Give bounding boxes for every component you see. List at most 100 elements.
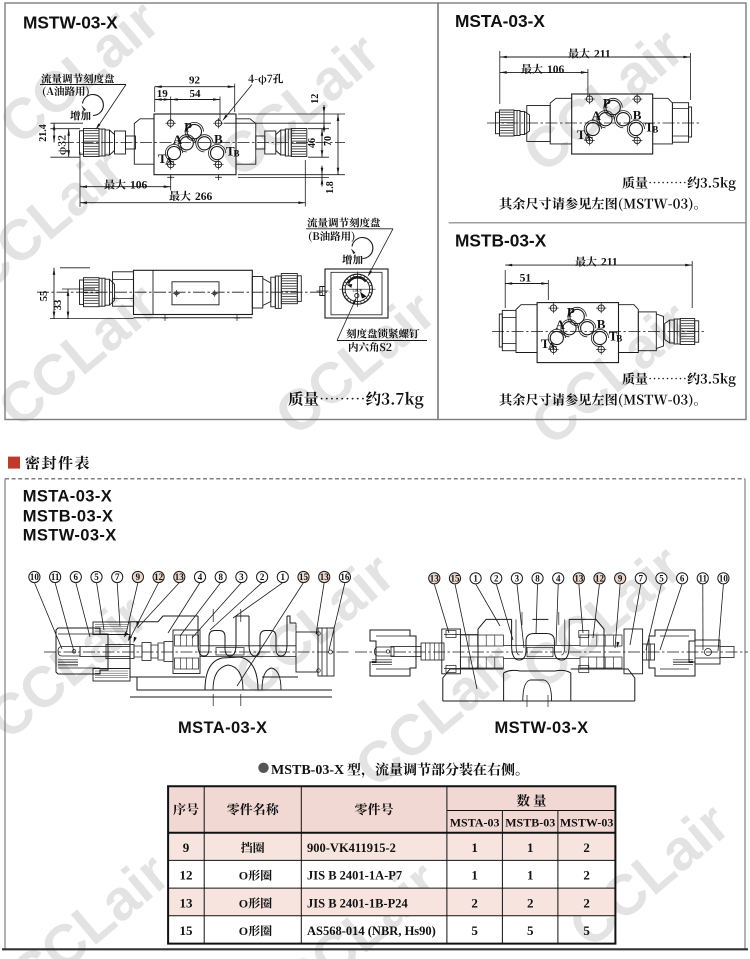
svg-text:MSTA-03-X: MSTA-03-X xyxy=(23,488,112,506)
svg-text:T: T xyxy=(609,328,618,343)
svg-text:MSTB-03-X: MSTB-03-X xyxy=(271,763,344,778)
svg-text:T: T xyxy=(577,127,586,142)
svg-text:A: A xyxy=(584,132,591,142)
svg-text:B: B xyxy=(616,333,622,343)
svg-text:MSTW-03: MSTW-03 xyxy=(560,816,614,830)
svg-text:2: 2 xyxy=(527,895,534,910)
svg-text:MSTB-03-X: MSTB-03-X xyxy=(23,508,114,526)
svg-text:54: 54 xyxy=(190,88,202,100)
svg-text:MSTW-03-X: MSTW-03-X xyxy=(494,719,588,737)
svg-text:5: 5 xyxy=(94,572,99,582)
svg-text:MSTA-03: MSTA-03 xyxy=(450,816,500,830)
svg-text:T: T xyxy=(158,151,167,166)
svg-text:MSTA-03-X: MSTA-03-X xyxy=(178,719,267,737)
svg-text:5: 5 xyxy=(471,923,478,938)
svg-text:11: 11 xyxy=(51,572,60,582)
svg-text:5: 5 xyxy=(527,923,534,938)
svg-text:12: 12 xyxy=(180,868,193,883)
svg-text:O: O xyxy=(239,924,248,938)
svg-text:19: 19 xyxy=(157,88,169,100)
svg-text:106: 106 xyxy=(130,180,148,192)
svg-text:1: 1 xyxy=(473,574,478,584)
svg-text:51: 51 xyxy=(520,273,532,285)
svg-text:12: 12 xyxy=(595,574,605,584)
svg-text:A: A xyxy=(548,341,555,351)
svg-text:JIS B 2401-1B-P24: JIS B 2401-1B-P24 xyxy=(307,896,408,910)
svg-text:B: B xyxy=(597,316,606,331)
svg-text:B: B xyxy=(633,107,642,122)
svg-text:7: 7 xyxy=(115,572,120,582)
svg-text:6: 6 xyxy=(74,572,79,582)
svg-text:7: 7 xyxy=(639,574,644,584)
svg-text:46: 46 xyxy=(307,138,318,148)
svg-text:MSTB-03-X: MSTB-03-X xyxy=(455,231,547,251)
svg-text:P: P xyxy=(567,305,575,320)
svg-text:13: 13 xyxy=(175,572,185,582)
svg-text:9: 9 xyxy=(136,572,141,582)
svg-text:P: P xyxy=(603,96,611,111)
svg-text:B: B xyxy=(214,132,223,147)
svg-text:10: 10 xyxy=(30,572,40,582)
svg-text:8: 8 xyxy=(218,572,223,582)
svg-text:O: O xyxy=(239,869,248,883)
svg-text:5: 5 xyxy=(583,923,590,938)
svg-text:B: B xyxy=(234,149,240,159)
svg-text:MSTW-03-X: MSTW-03-X xyxy=(23,527,117,545)
svg-text:266: 266 xyxy=(195,191,213,203)
svg-text:O: O xyxy=(239,896,248,910)
svg-text:T: T xyxy=(645,119,654,134)
svg-text:9: 9 xyxy=(618,574,623,584)
svg-text:1: 1 xyxy=(471,840,478,855)
svg-text:1: 1 xyxy=(281,572,286,582)
svg-text:B: B xyxy=(652,124,658,134)
svg-text:4: 4 xyxy=(198,572,203,582)
svg-text:211: 211 xyxy=(594,49,611,61)
svg-text:A: A xyxy=(173,132,183,147)
svg-text:2: 2 xyxy=(583,840,590,855)
svg-text:1: 1 xyxy=(471,868,478,883)
svg-text:3: 3 xyxy=(515,574,520,584)
svg-text:T: T xyxy=(541,336,550,351)
svg-text:P: P xyxy=(184,120,192,135)
svg-text:15: 15 xyxy=(450,574,460,584)
svg-text:2: 2 xyxy=(471,895,478,910)
svg-text:MSTW-03-X: MSTW-03-X xyxy=(23,13,118,33)
svg-text:13: 13 xyxy=(430,574,440,584)
svg-text:A: A xyxy=(166,156,173,166)
svg-text:70: 70 xyxy=(323,136,334,146)
svg-text:16: 16 xyxy=(340,572,350,582)
svg-text:15: 15 xyxy=(180,923,194,938)
svg-text:211: 211 xyxy=(601,257,618,269)
svg-text:900-VK411915-2: 900-VK411915-2 xyxy=(307,841,396,855)
svg-text:9: 9 xyxy=(183,840,190,855)
svg-text:4: 4 xyxy=(556,574,561,584)
svg-text:LOCK: LOCK xyxy=(353,288,363,292)
svg-text:2: 2 xyxy=(583,868,590,883)
svg-text:21.4: 21.4 xyxy=(38,124,49,142)
svg-text:12: 12 xyxy=(310,94,321,104)
svg-text:T: T xyxy=(226,144,235,159)
svg-text:2: 2 xyxy=(494,574,499,584)
svg-text:5: 5 xyxy=(659,574,664,584)
svg-text:JIS B 2401-1A-P7: JIS B 2401-1A-P7 xyxy=(307,869,402,883)
svg-text:A: A xyxy=(592,108,602,123)
svg-text:3: 3 xyxy=(239,572,244,582)
svg-text:92: 92 xyxy=(189,75,201,87)
svg-text:8: 8 xyxy=(535,574,540,584)
svg-text:33: 33 xyxy=(53,300,64,311)
svg-text:2: 2 xyxy=(260,572,265,582)
svg-text:55: 55 xyxy=(39,291,50,302)
svg-text:106: 106 xyxy=(547,64,565,76)
svg-text:13: 13 xyxy=(180,895,194,910)
svg-text:1: 1 xyxy=(527,868,534,883)
svg-text:11: 11 xyxy=(698,574,707,584)
svg-text:MSTA-03-X: MSTA-03-X xyxy=(455,11,545,31)
svg-text:MSTB-03: MSTB-03 xyxy=(505,816,555,830)
svg-text:AS568-014 (NBR, Hs90): AS568-014 (NBR, Hs90) xyxy=(307,924,436,938)
svg-text:2: 2 xyxy=(583,895,590,910)
svg-text:15: 15 xyxy=(299,572,309,582)
svg-text:1.8: 1.8 xyxy=(325,181,336,194)
svg-text:1: 1 xyxy=(527,840,534,855)
svg-text:12: 12 xyxy=(154,572,164,582)
svg-text:13: 13 xyxy=(320,572,330,582)
